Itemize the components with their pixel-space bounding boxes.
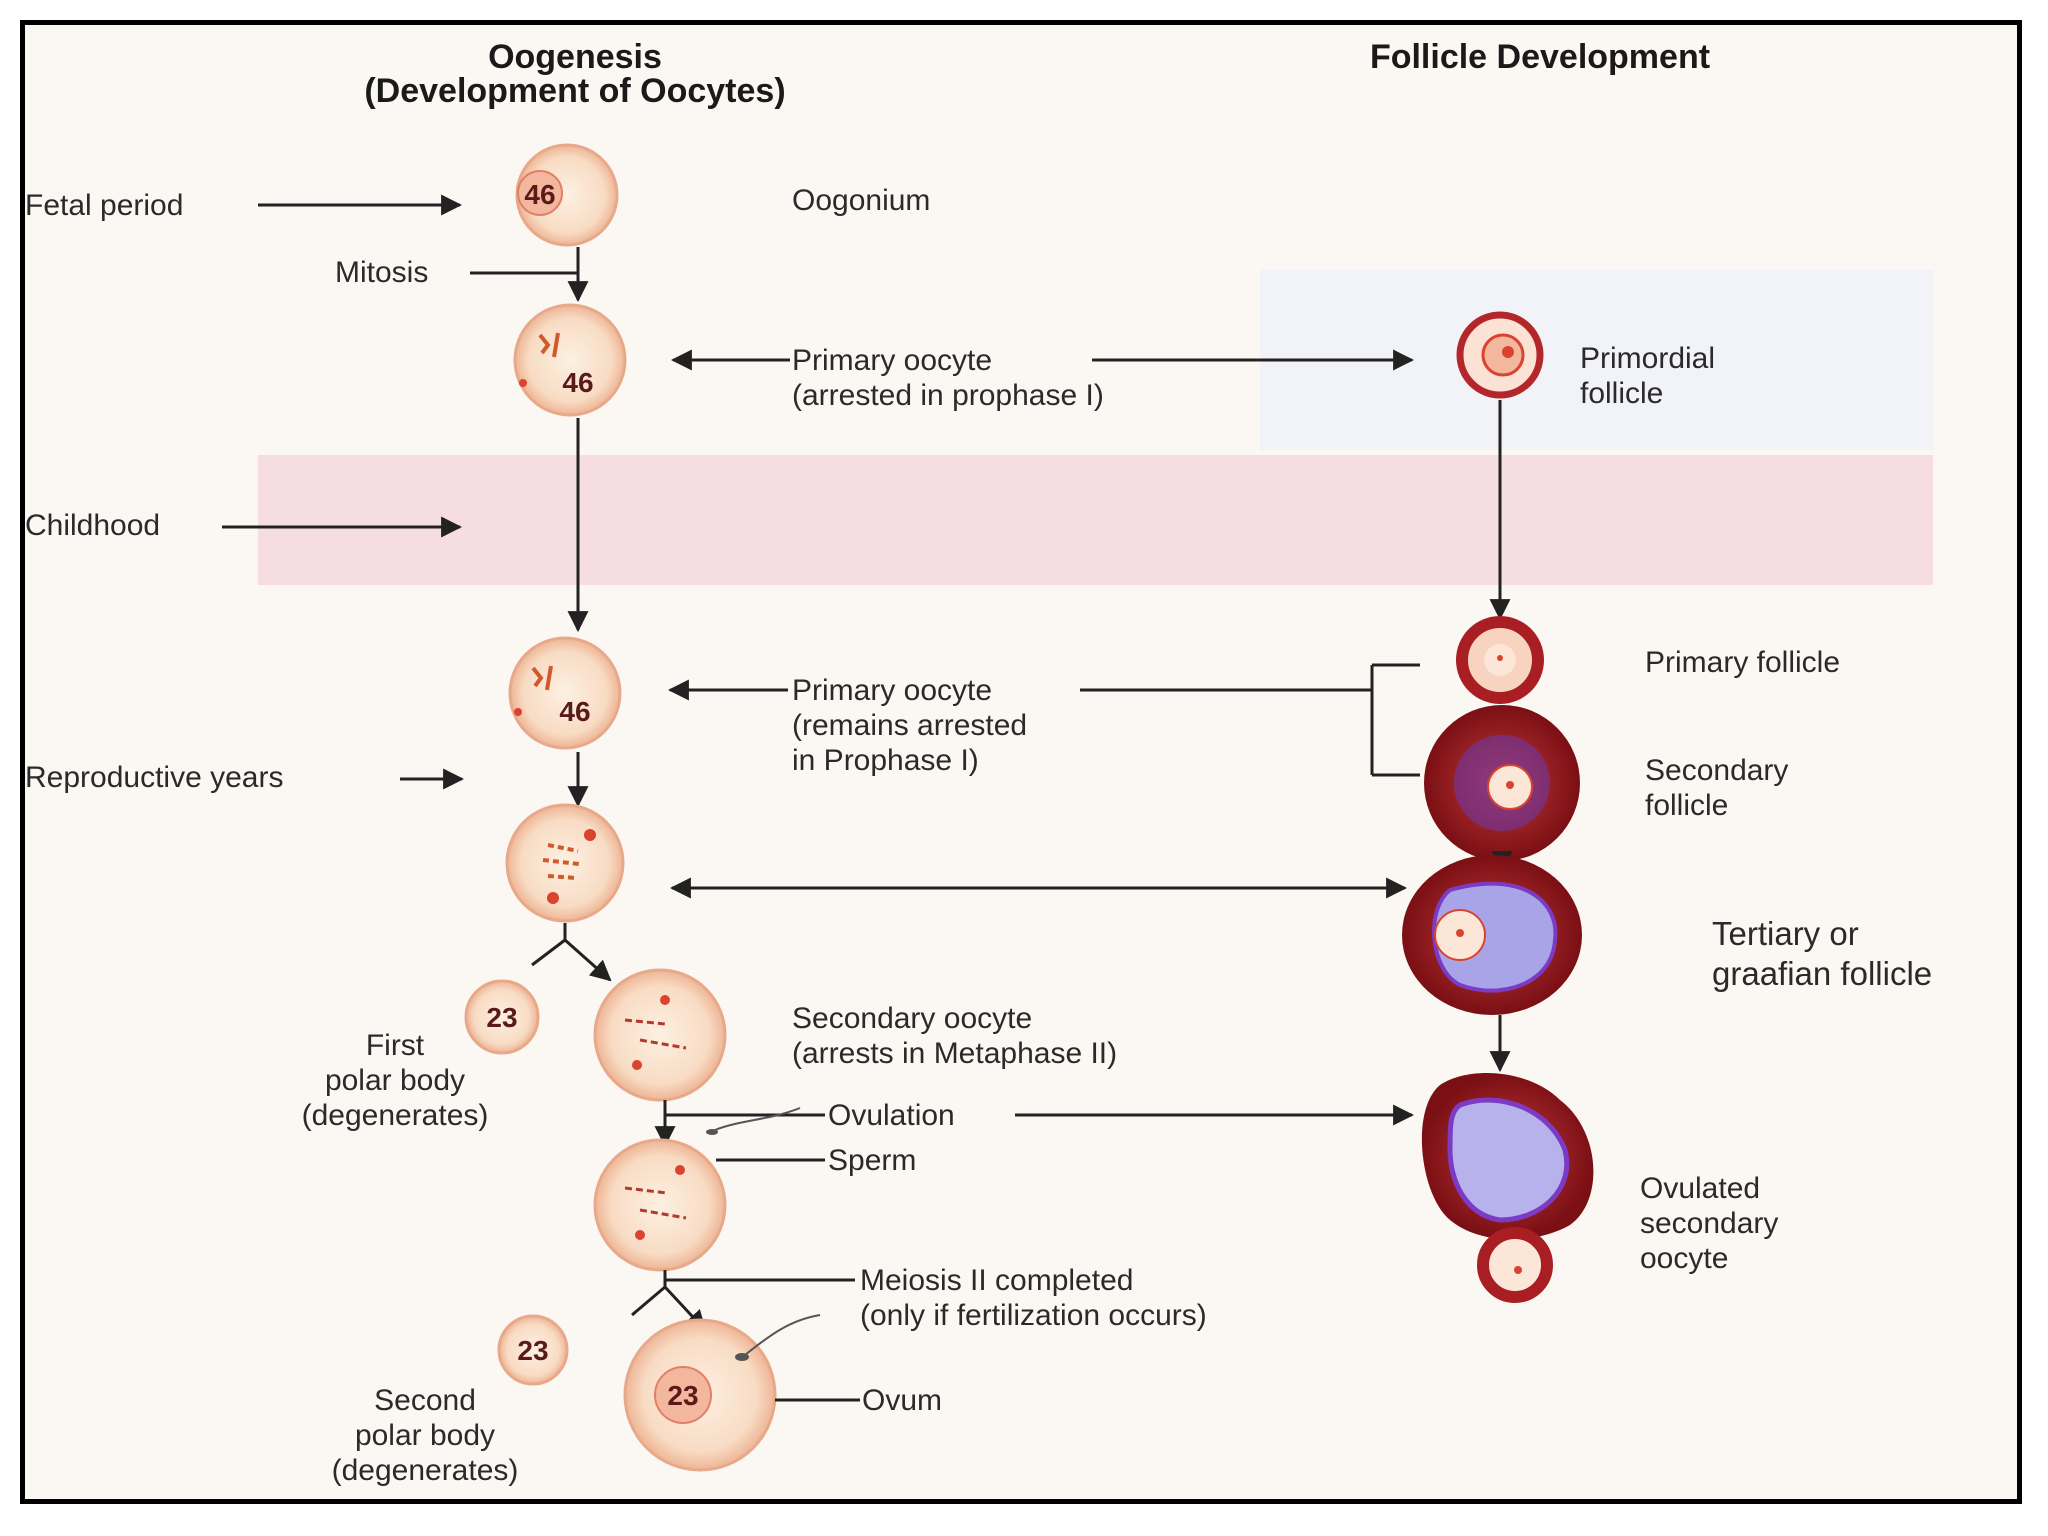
ovulated-oocyte-nucleus: [1514, 1266, 1522, 1274]
tertiary-follicle-label-line2: graafian follicle: [1712, 955, 1932, 992]
primordial-label-line1: Primordial: [1580, 342, 1715, 375]
primary-follicle-label: Primary follicle: [1645, 646, 1840, 679]
follicle-heading: Follicle Development: [1370, 38, 1710, 76]
split-1: [531, 923, 610, 980]
first-polar-label-line3: (degenerates): [302, 1099, 489, 1132]
second-polar-label-line2: polar body: [355, 1419, 495, 1452]
primary-oocyte-1-label-line2: (arrested in prophase I): [792, 379, 1104, 412]
primary-oocyte-2-cell: [508, 636, 622, 750]
childhood-label: Childhood: [25, 509, 160, 542]
secondary-follicle-label-line2: follicle: [1645, 789, 1728, 822]
diagram-frame: [20, 20, 2022, 1504]
reproductive-years-label: Reproductive years: [25, 761, 283, 794]
ovum-label: Ovum: [862, 1384, 942, 1417]
second-polar-label-line1: Second: [374, 1384, 476, 1417]
fetal-period-label: Fetal period: [25, 189, 183, 222]
first-polar-label-line1: First: [366, 1029, 425, 1062]
oogenesis-subheading: (Development of Oocytes): [364, 72, 785, 110]
fertilizing-pole-bottom: [635, 1230, 645, 1240]
ovulated-label-line3: oocyte: [1640, 1242, 1728, 1275]
ovulation-label: Ovulation: [828, 1099, 955, 1132]
oogonium-cell: [515, 143, 619, 247]
secondary-oocyte-cell: [593, 968, 727, 1102]
second-polar-label-line3: (degenerates): [332, 1454, 519, 1487]
childhood-band: [258, 455, 1933, 585]
primary-oocyte-2-label-line1: Primary oocyte: [792, 674, 992, 707]
ovulated-label-line1: Ovulated: [1640, 1172, 1760, 1205]
primary-oocyte-2-bracket: [1080, 663, 1420, 777]
ovum-sperm-icon: [744, 1314, 821, 1356]
primary-oocyte-1-chromosomes: [538, 332, 560, 358]
primary-oocyte-1-chromosome-count: 46: [562, 367, 593, 398]
secondary-follicle-nucleus: [1506, 781, 1514, 789]
ovum-sperm-head-icon: [735, 1353, 749, 1361]
primordial-follicle-nucleus: [1502, 346, 1514, 358]
oogenesis-heading: Oogenesis: [488, 38, 662, 76]
sperm-icon: [714, 1107, 801, 1131]
mitosis-label: Mitosis: [335, 256, 428, 289]
secondary-oocyte-pole-top: [660, 995, 670, 1005]
first-polar-label-line2: polar body: [325, 1064, 465, 1097]
second-polar-body: [497, 1314, 569, 1386]
oogonium-chromosome-count: 46: [524, 179, 555, 210]
primary-oocyte-2-label-line3: in Prophase I): [792, 744, 979, 777]
primary-follicle-nucleus: [1497, 655, 1503, 661]
primordial-label-line2: follicle: [1580, 377, 1663, 410]
secondary-oocyte-label-line1: Secondary oocyte: [792, 1002, 1032, 1035]
first-polar-body: [464, 979, 540, 1055]
secondary-oocyte-pole-bottom: [632, 1060, 642, 1070]
tertiary-follicle-label-line1: Tertiary or: [1712, 915, 1859, 952]
sperm-label: Sperm: [828, 1144, 916, 1177]
first-polar-body-chromosome-count: 23: [486, 1002, 517, 1033]
meiosis-i-chromosomes: [542, 843, 580, 880]
primary-oocyte-1-cell: [513, 303, 627, 417]
secondary-follicle-label-line1: Secondary: [1645, 754, 1788, 787]
ovulated-follicle-cavity: [1447, 1097, 1570, 1223]
ovulated-oocyte: [1477, 1227, 1553, 1303]
primary-oocyte-1-dot-left: [519, 379, 527, 387]
ovulated-label-line2: secondary: [1640, 1207, 1778, 1240]
fertilizing-pole-top: [675, 1165, 685, 1175]
oogonium-nucleus: [517, 170, 563, 216]
secondary-oocyte-chromosomes: [624, 1018, 687, 1050]
primary-oocyte-2-chromosome-count: 46: [559, 696, 590, 727]
meiosis-ii-label-line1: Meiosis II completed: [860, 1264, 1133, 1297]
primary-oocyte-2-chromosomes: [531, 665, 553, 691]
meiosis-ii-label-line2: (only if fertilization occurs): [860, 1299, 1207, 1332]
primary-oocyte-2-dot-left: [514, 708, 522, 716]
meiosis-i-pole-top: [584, 829, 596, 841]
ovum-chromosome-count: 23: [667, 1380, 698, 1411]
fertilizing-oocyte-cell: [593, 1138, 727, 1272]
second-polar-body-chromosome-count: 23: [517, 1335, 548, 1366]
primary-oocyte-2-label-line2: (remains arrested: [792, 709, 1027, 742]
secondary-oocyte-label-line2: (arrests in Metaphase II): [792, 1037, 1117, 1070]
sperm-head-icon: [706, 1129, 718, 1135]
ovum-nucleus: [654, 1366, 712, 1424]
meiosis-i-pole-bottom: [547, 892, 559, 904]
fertilizing-oocyte-chromosomes: [624, 1186, 687, 1220]
oogonium-label: Oogonium: [792, 184, 930, 217]
tertiary-follicle-nucleus: [1456, 929, 1464, 937]
primary-oocyte-1-label-line1: Primary oocyte: [792, 344, 992, 377]
